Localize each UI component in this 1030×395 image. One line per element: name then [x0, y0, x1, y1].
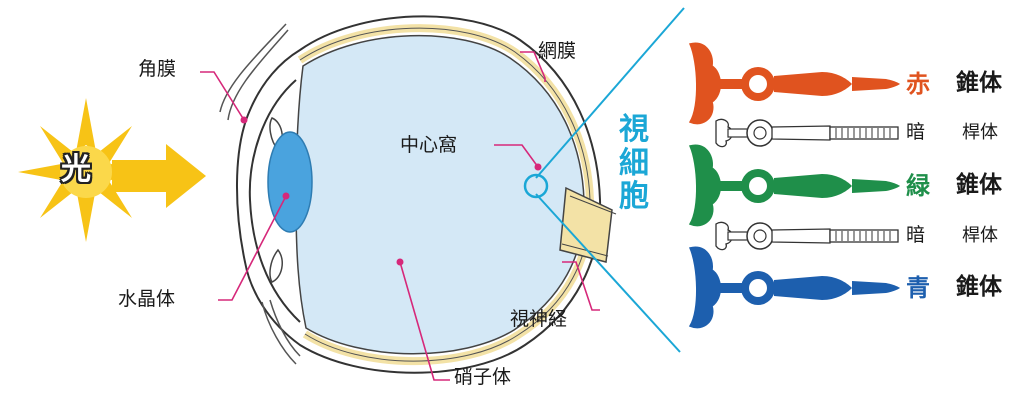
- optic-nerve-label: 視神経: [510, 308, 568, 330]
- lens-shape: [267, 131, 313, 233]
- retina-label: 網膜: [538, 40, 577, 62]
- fovea-marker: [523, 173, 549, 199]
- cornea-label: 角膜: [138, 58, 177, 80]
- cell-type-label: 錐体: [956, 172, 1002, 198]
- cone-cell: [688, 144, 900, 227]
- cell-type-label: 錐体: [956, 274, 1002, 300]
- rod-cell: [715, 118, 899, 148]
- cone-cell: [688, 246, 900, 329]
- photoreceptor-cells: [688, 42, 900, 329]
- zoom-lines: [535, 7, 685, 353]
- light-label: 光: [61, 152, 91, 187]
- cell-color-label: 緑: [906, 172, 930, 200]
- rod-cell: [715, 221, 899, 251]
- cell-type-label: 桿体: [962, 225, 998, 246]
- cell-type-label: 桿体: [962, 122, 998, 143]
- vitreous-label: 硝子体: [454, 366, 512, 388]
- photoreceptor-title: 視細胞: [619, 112, 649, 215]
- sun-icon: [18, 98, 154, 242]
- light-arrow: [112, 144, 206, 208]
- leader-dots: [240, 116, 542, 266]
- fovea-label: 中心窩: [400, 134, 458, 156]
- cone-cell: [688, 42, 900, 125]
- cell-color-label: 暗: [906, 121, 926, 143]
- cell-color-label: 赤: [906, 70, 930, 98]
- leader-lines: [200, 51, 600, 381]
- cell-color-label: 青: [906, 274, 930, 302]
- cell-type-label: 錐体: [956, 70, 1002, 96]
- eyeball: [219, 15, 617, 374]
- lens-label: 水晶体: [118, 288, 176, 310]
- cell-color-label: 暗: [906, 224, 926, 246]
